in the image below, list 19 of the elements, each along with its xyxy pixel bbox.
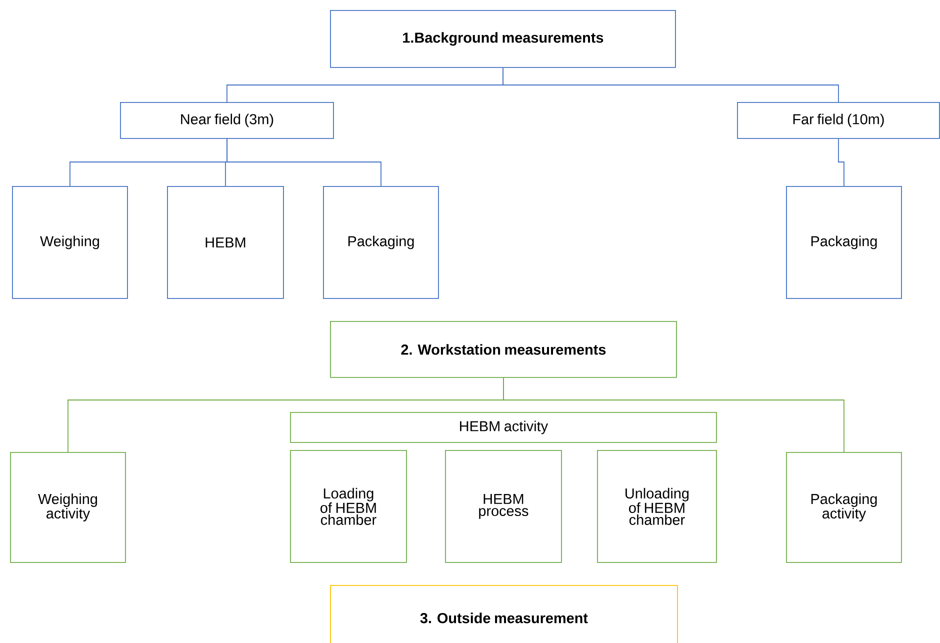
heading-box: 1.Background measurements	[330, 10, 676, 68]
process-box: Packaging	[323, 186, 439, 299]
connector-line	[226, 138, 382, 186]
process-box: Packaging	[786, 186, 902, 299]
group-box: HEBM activity	[290, 412, 717, 443]
process-box: Packaging activity	[786, 452, 902, 563]
process-box: Weighing activity	[10, 452, 126, 563]
process-box: Weighing	[12, 186, 128, 299]
connector-line	[502, 67, 839, 102]
heading-box: 3. Outside measurement	[330, 585, 678, 643]
process-box: Loading of HEBM chamber	[290, 450, 407, 563]
connector-line	[838, 138, 844, 186]
process-box: HEBM	[167, 186, 284, 299]
process-box: Unloading of HEBM chamber	[597, 450, 717, 563]
group-box: Near field (3m)	[120, 102, 334, 139]
heading-box: 2. Workstation measurements	[330, 321, 677, 378]
group-box: Far field (10m)	[737, 102, 940, 139]
connector-line	[503, 377, 844, 452]
process-box: HEBM process	[445, 450, 562, 563]
